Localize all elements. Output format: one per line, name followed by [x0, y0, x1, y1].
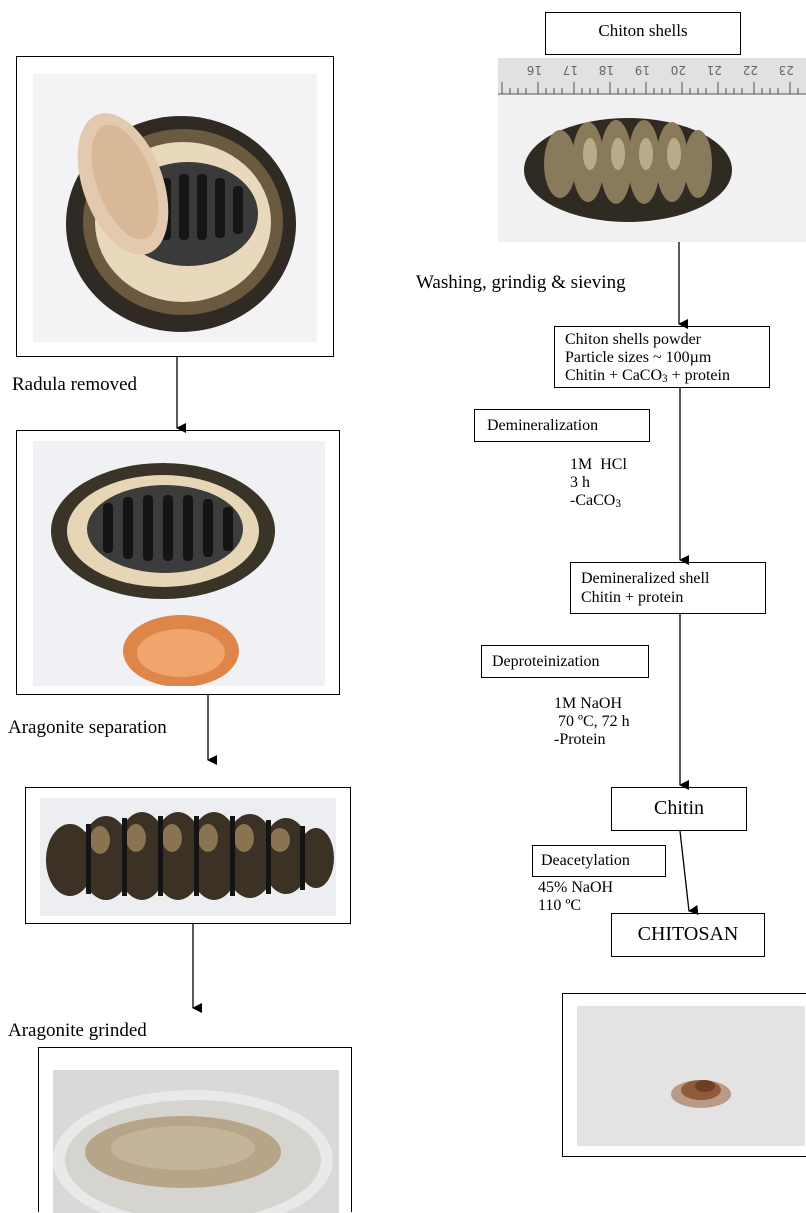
arrow-to-chitosan-box	[680, 831, 689, 911]
